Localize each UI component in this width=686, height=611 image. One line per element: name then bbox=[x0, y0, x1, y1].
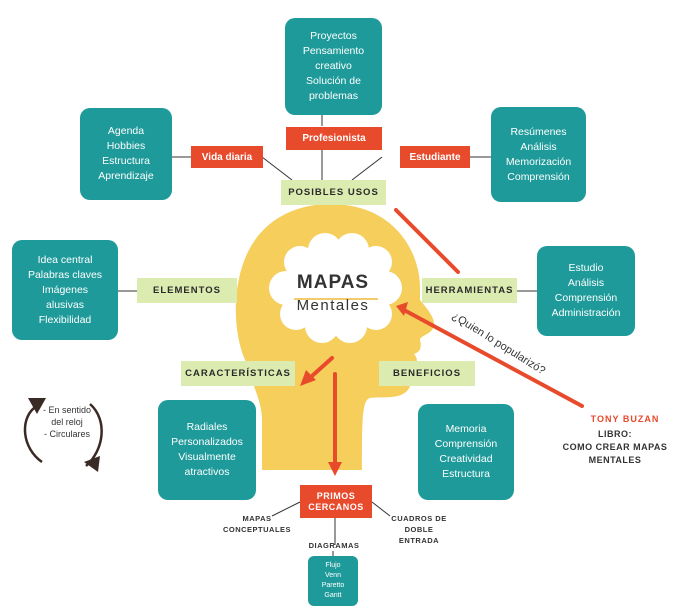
box-line: Estructura bbox=[102, 155, 150, 167]
cycle-line: - En sentido bbox=[42, 405, 92, 415]
label-profesionista: Profesionista bbox=[286, 127, 382, 150]
box-line: Creatividad bbox=[439, 453, 493, 465]
box-line: Paretto bbox=[321, 582, 345, 589]
label-primos-cercanos: PRIMOS CERCANOS bbox=[300, 485, 372, 518]
box-profesionista: Proyectos Pensamiento creativo Solución … bbox=[285, 18, 382, 115]
box-line: Visualmente bbox=[178, 451, 236, 463]
box-line: problemas bbox=[308, 90, 358, 102]
thought-cloud bbox=[269, 233, 402, 343]
label-mapas-conceptuales: MAPAS CONCEPTUALES bbox=[218, 513, 296, 535]
box-diagramas: Flujo Venn Paretto Gantt bbox=[308, 556, 358, 606]
label-line: CONCEPTUALES bbox=[222, 525, 292, 534]
box-herramientas: Estudio Análisis Comprensión Administrac… bbox=[537, 246, 635, 336]
book-line: MENTALES bbox=[588, 455, 642, 465]
box-line: Hobbies bbox=[106, 140, 146, 152]
cycle-arrows bbox=[23, 398, 103, 472]
box-vida-diaria: Agenda Hobbies Estructura Aprendizaje bbox=[80, 108, 172, 200]
box-line: Flexibilidad bbox=[38, 313, 92, 326]
box-elementos: Idea central Palabras claves Imágenes al… bbox=[12, 240, 118, 340]
box-line: Pensamiento bbox=[302, 45, 365, 57]
box-line: Comprensión bbox=[434, 438, 498, 450]
label-estudiante: Estudiante bbox=[400, 146, 470, 168]
box-line: Memorización bbox=[505, 155, 572, 168]
box-line: Administración bbox=[551, 307, 621, 319]
box-line: Estudio bbox=[568, 262, 604, 274]
primos-line-1: PRIMOS bbox=[316, 490, 356, 501]
red-arrows bbox=[300, 208, 584, 476]
category-herramientas: HERRAMIENTAS bbox=[422, 278, 517, 303]
cycle-text: - En sentido del reloj - Circulares bbox=[32, 404, 102, 440]
box-line: Aprendizaje bbox=[98, 170, 154, 182]
label-line: MAPAS bbox=[242, 514, 272, 523]
box-line: Flujo bbox=[325, 562, 341, 569]
primos-line-2: CERCANOS bbox=[308, 501, 364, 512]
box-line: Proyectos bbox=[310, 30, 357, 42]
box-line: Memoria bbox=[445, 423, 487, 435]
label-line: ENTRADA bbox=[398, 536, 440, 545]
box-line: Análisis bbox=[567, 277, 605, 289]
label-cuadros-doble-entrada: CUADROS DE DOBLE ENTRADA bbox=[384, 513, 454, 546]
category-beneficios: BENEFICIOS bbox=[379, 361, 475, 386]
box-line: Venn bbox=[325, 572, 341, 579]
label-diagramas: DIAGRAMAS bbox=[308, 541, 360, 550]
box-line: Idea central bbox=[37, 253, 93, 266]
category-caracteristicas: CARACTERÍSTICAS bbox=[181, 361, 295, 386]
label-line: CUADROS DE bbox=[391, 514, 447, 523]
box-line: Estructura bbox=[442, 468, 490, 480]
box-line: Gantt bbox=[324, 592, 342, 599]
box-line: Personalizados bbox=[171, 436, 243, 448]
box-line: creativo bbox=[315, 60, 352, 72]
box-caracteristicas: Radiales Personalizados Visualmente atra… bbox=[158, 400, 256, 500]
central-title: MAPAS bbox=[296, 272, 370, 293]
cycle-line: - Circulares bbox=[43, 429, 90, 439]
box-line: Solución de bbox=[306, 75, 361, 87]
category-elementos: ELEMENTOS bbox=[137, 278, 237, 303]
box-line: Comprensión bbox=[507, 170, 570, 183]
box-line: alusivas bbox=[46, 298, 84, 311]
central-subtitle: Mentales bbox=[296, 297, 370, 314]
book-line: LIBRO: bbox=[598, 429, 632, 439]
label-vida-diaria: Vida diaria bbox=[191, 146, 263, 168]
box-line: atractivos bbox=[184, 466, 230, 478]
author-book: LIBRO: COMO CREAR MAPAS MENTALES bbox=[560, 428, 670, 467]
box-line: Análisis bbox=[520, 140, 557, 153]
author-name: TONY BUZAN bbox=[590, 414, 660, 424]
box-beneficios: Memoria Comprensión Creatividad Estructu… bbox=[418, 404, 514, 500]
box-line: Palabras claves bbox=[27, 268, 103, 281]
box-estudiante: Resúmenes Análisis Memorización Comprens… bbox=[491, 107, 586, 202]
box-line: Radiales bbox=[186, 421, 228, 433]
connector-lines bbox=[118, 115, 537, 558]
box-line: Imágenes bbox=[41, 283, 89, 296]
book-line: COMO CREAR MAPAS bbox=[562, 442, 668, 452]
label-line: DOBLE bbox=[404, 525, 434, 534]
box-line: Resúmenes bbox=[510, 125, 567, 138]
box-line: Agenda bbox=[107, 125, 145, 137]
box-line: Comprensión bbox=[554, 292, 618, 304]
category-posibles-usos: POSIBLES USOS bbox=[281, 180, 386, 205]
cycle-line: del reloj bbox=[51, 417, 83, 427]
